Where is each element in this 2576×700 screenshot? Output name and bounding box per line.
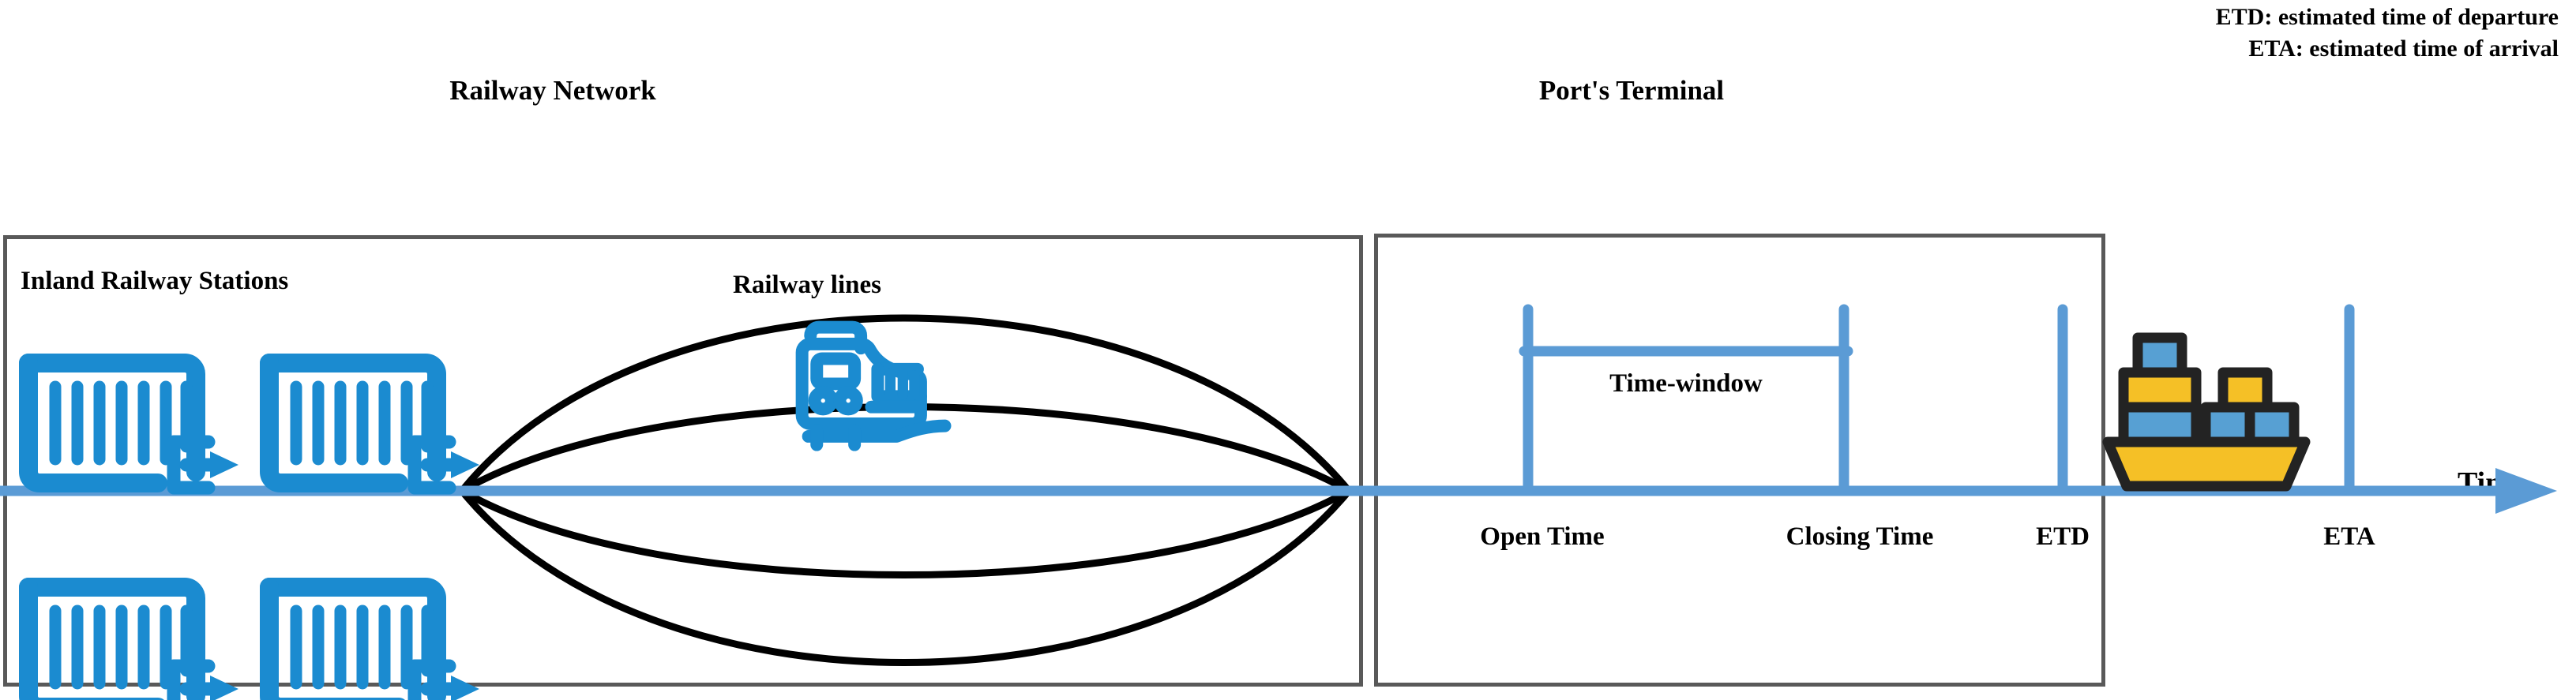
railway-lines-label: Railway lines [733,271,881,299]
railway-network-caption: Railway Network [449,75,656,106]
ship-hull [2102,436,2311,492]
ship-container-left-bottom [2118,402,2202,447]
ship-container-left-middle [2118,367,2202,413]
port-terminal-panel [1374,234,2105,687]
tick-label-open-time: Open Time [1480,522,1605,551]
legend-line-etd: ETD: estimated time of departure [2215,4,2559,30]
inland-railway-stations-label: Inland Railway Stations [21,267,289,295]
ship-container-left-top [2132,332,2187,378]
ship-container-right-bottom-right [2244,402,2300,447]
tick-label-eta: ETA [2323,522,2375,551]
time-axis-label: Time [2458,466,2524,500]
port-terminal-caption: Port's Terminal [1538,75,1725,106]
tick-label-etd: ETD [2036,522,2090,551]
ship-container-right-top [2217,367,2273,413]
legend-line-eta: ETA: estimated time of arrival [2248,35,2559,62]
tick-label-closing-time: Closing Time [1786,522,1934,551]
legend: ETD: estimated time of departure ETA: es… [2216,2,2559,64]
railway-network-panel [3,235,1363,687]
time-window-label: Time-window [1609,369,1763,398]
ship-container-right-bottom-left [2200,402,2255,447]
